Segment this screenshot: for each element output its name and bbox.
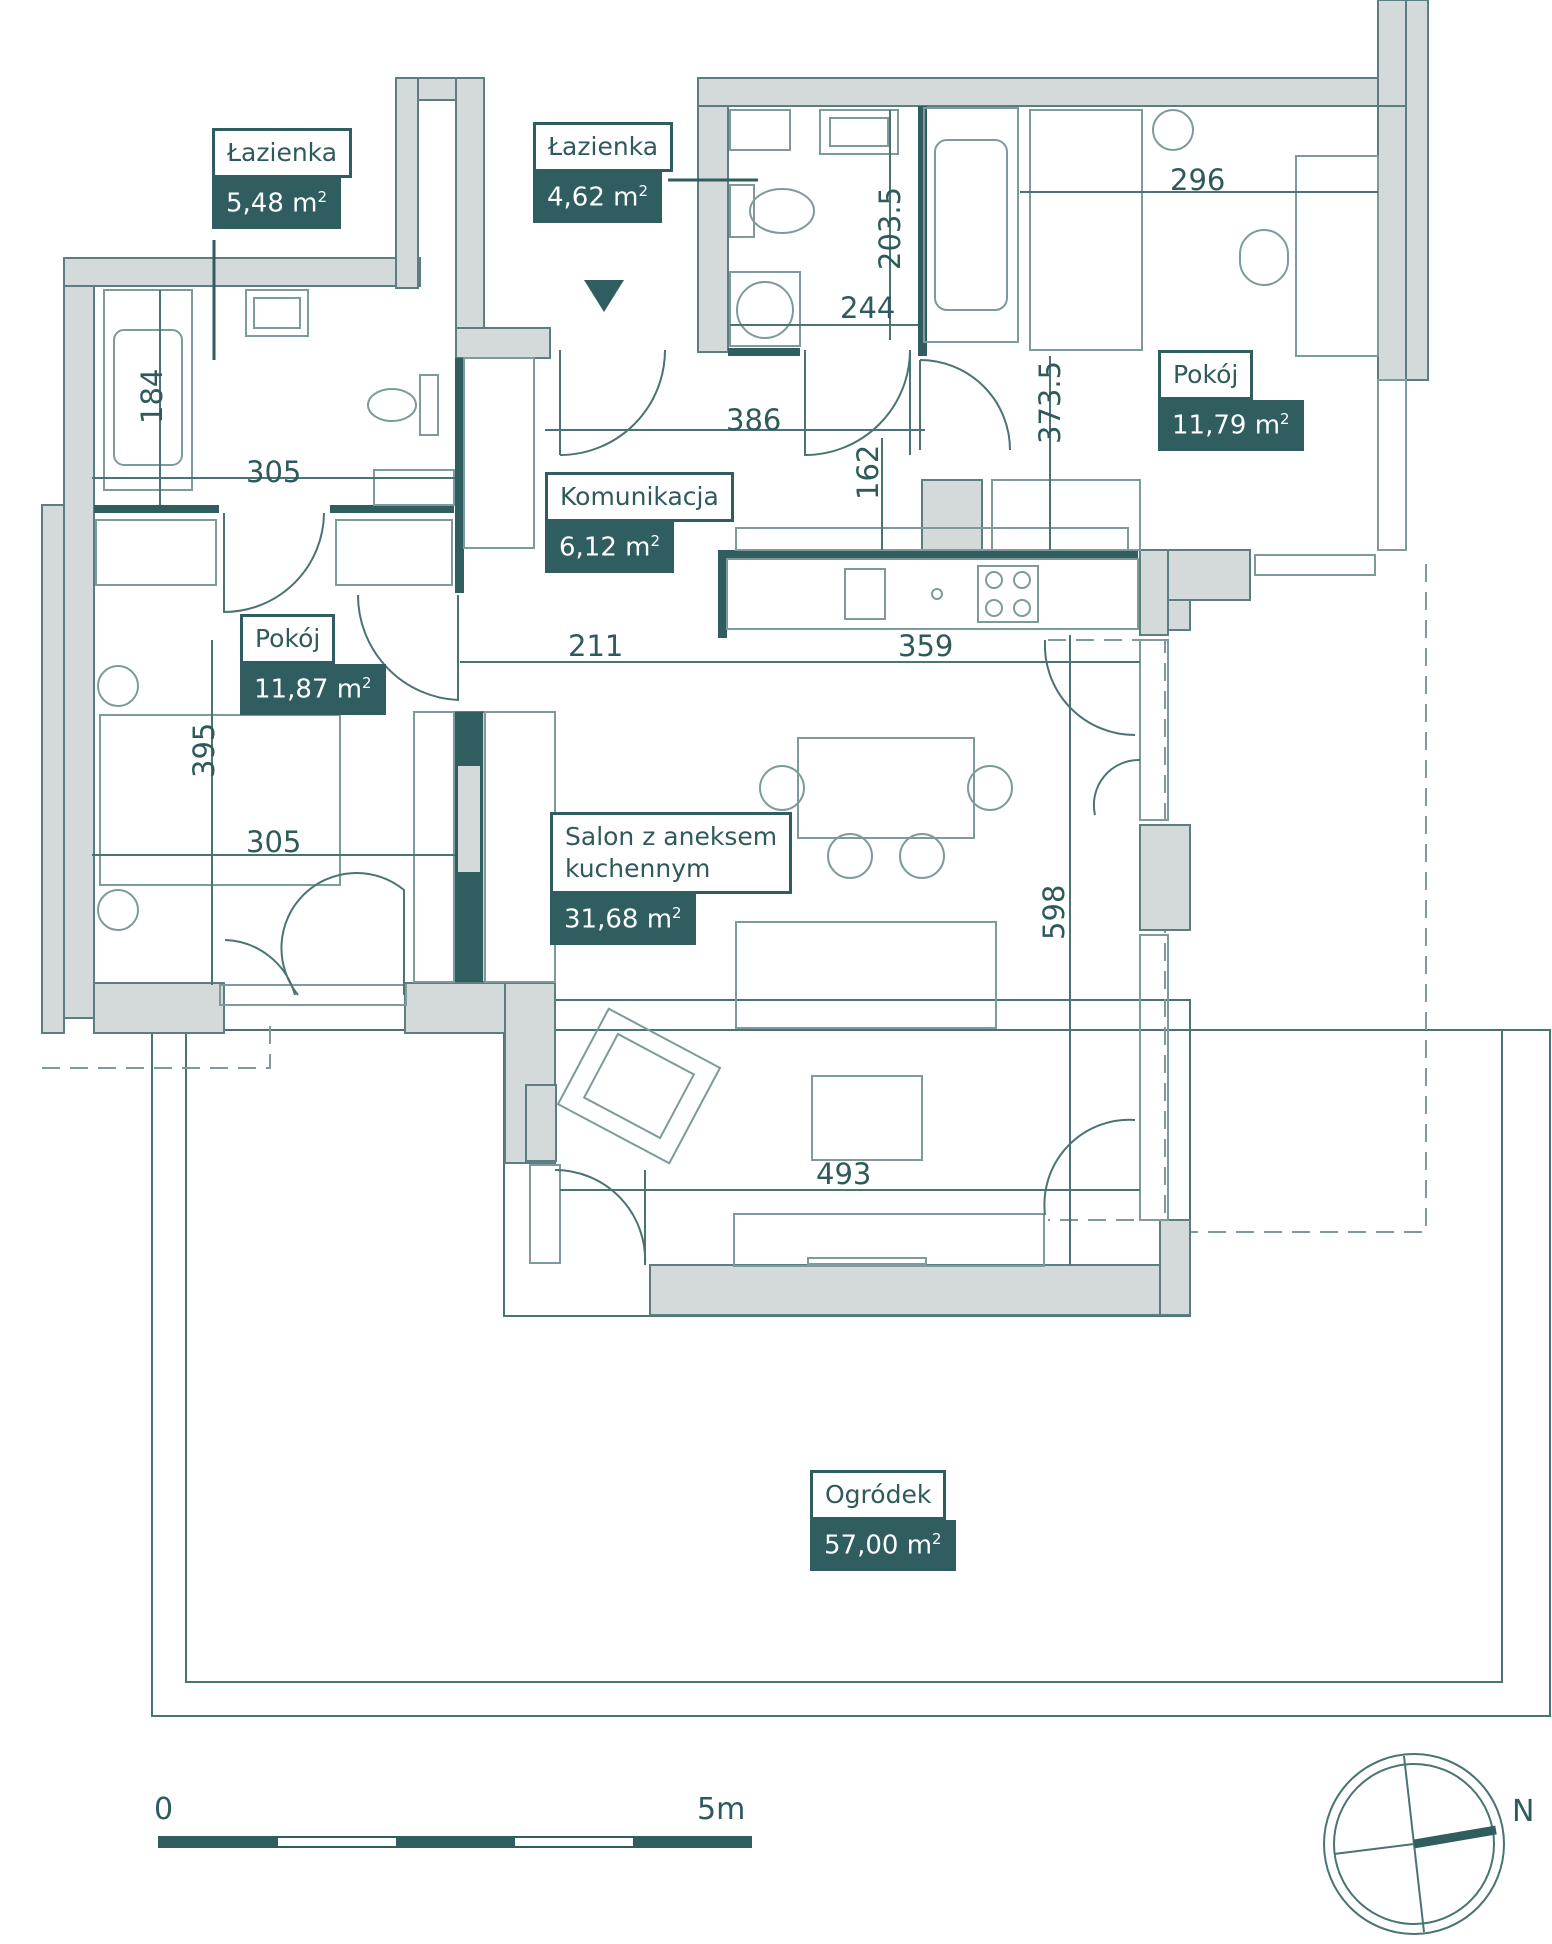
dim-label: 203.5	[873, 186, 907, 270]
room-label-lazienka-1: Łazienka 5,48 m2	[212, 128, 353, 229]
room-area: 5,48 m2	[212, 178, 342, 229]
walls	[41, 0, 1429, 1316]
dim-label: 305	[246, 825, 302, 859]
room-name: Pokój	[1158, 350, 1254, 400]
scale-end-label: 5m	[697, 1792, 746, 1827]
scale-start-label: 0	[154, 1792, 174, 1827]
room-name: Łazienka	[212, 128, 353, 178]
label-leaders	[212, 178, 758, 360]
dim-label: 162	[851, 444, 885, 500]
door-swings	[223, 349, 1141, 1266]
room-area: 11,79 m2	[1158, 400, 1304, 451]
garden-outline	[151, 999, 1551, 1717]
dim-label: 359	[898, 629, 954, 663]
room-area: 4,62 m2	[533, 172, 663, 223]
room-name: Salon z aneksem kuchennym	[550, 812, 793, 894]
fixtures	[95, 107, 1407, 1267]
dim-label: 395	[187, 722, 221, 778]
room-label-komunikacja: Komunikacja 6,12 m2	[545, 472, 734, 573]
dim-label: 598	[1037, 884, 1071, 940]
dim-label: 211	[568, 629, 624, 663]
compass	[1323, 1753, 1505, 1935]
dim-label: 305	[246, 455, 302, 489]
room-name: Pokój	[240, 614, 336, 664]
dimension-lines	[92, 110, 1378, 1265]
room-area: 6,12 m2	[545, 522, 675, 573]
room-label-ogrodek: Ogródek 57,00 m2	[810, 1470, 956, 1571]
dim-label: 373.5	[1033, 360, 1067, 444]
room-label-lazienka-2: Łazienka 4,62 m2	[533, 122, 674, 223]
room-label-pokoj-2: Pokój 11,87 m2	[240, 614, 386, 715]
room-name: Łazienka	[533, 122, 674, 172]
room-label-salon: Salon z aneksem kuchennym 31,68 m2	[550, 812, 793, 945]
scale-bar	[158, 1836, 752, 1848]
dim-label: 493	[816, 1157, 872, 1191]
dim-label: 184	[135, 368, 169, 424]
room-name: Ogródek	[810, 1470, 947, 1520]
dim-label: 244	[840, 291, 896, 325]
north-label: N	[1512, 1794, 1535, 1829]
entrance-marker	[584, 280, 624, 312]
dim-label: 296	[1170, 163, 1226, 197]
dim-label: 386	[726, 403, 782, 437]
room-area: 31,68 m2	[550, 894, 696, 945]
dark-walls	[94, 106, 1138, 982]
room-area: 57,00 m2	[810, 1520, 956, 1571]
room-label-pokoj-1: Pokój 11,79 m2	[1158, 350, 1304, 451]
room-name: Komunikacja	[545, 472, 734, 522]
room-area: 11,87 m2	[240, 664, 386, 715]
